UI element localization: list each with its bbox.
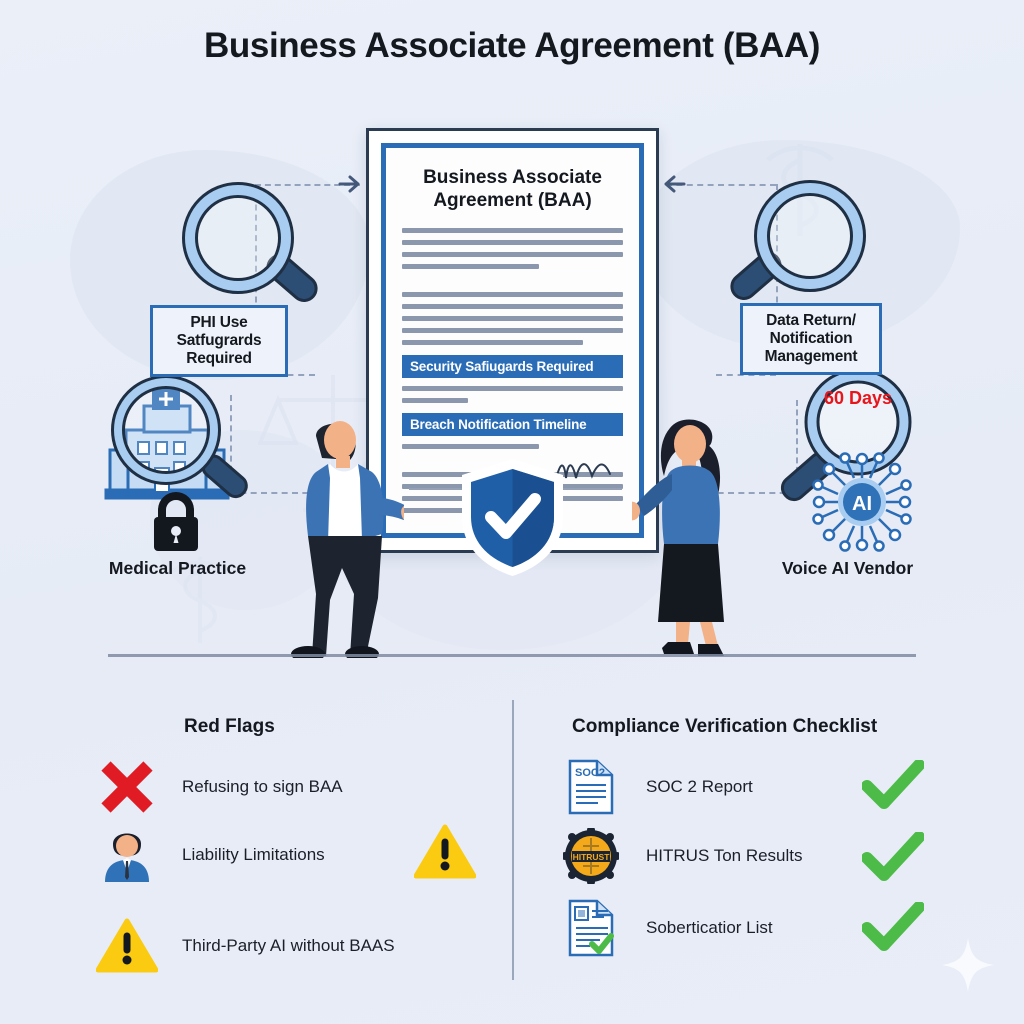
- text-line: [402, 508, 469, 514]
- shield-check-icon: [455, 455, 570, 580]
- red-flag-label: Liability Limitations: [182, 845, 325, 865]
- arrow-right-icon: [338, 175, 360, 193]
- breach-notification-banner: Breach Notification Timeline: [402, 413, 623, 437]
- red-flag-label: Refusing to sign BAA: [182, 777, 343, 797]
- connector-right-vertical-2: [796, 400, 798, 492]
- padlock-icon: [154, 492, 198, 551]
- page-title: Business Associate Agreement (BAA): [204, 26, 820, 65]
- checklist-item[interactable]: HITRUST HITRUS Ton Results: [560, 828, 960, 884]
- magnifier-icon: [182, 182, 318, 302]
- text-line: [402, 398, 469, 404]
- section-heading-red-flags: Red Flags: [184, 716, 275, 737]
- document-body-lines: [402, 228, 623, 346]
- businesswoman-figure: [632, 419, 724, 656]
- hospital-building-magnifier-icon: [104, 375, 248, 500]
- ground-divider: [108, 654, 916, 657]
- text-line: [402, 386, 623, 392]
- businessman-avatar-icon: [96, 828, 158, 882]
- callout-phi-use[interactable]: PHI Use Satfugrards Required: [150, 305, 288, 377]
- text-line: [402, 292, 623, 298]
- red-flag-item[interactable]: Refusing to sign BAA: [96, 758, 496, 816]
- ai-network-node-icon: AI: [812, 452, 912, 552]
- businessman-figure: [291, 421, 404, 658]
- soc2-badge-text: SOC2: [575, 767, 605, 779]
- signature-icon: [555, 463, 611, 481]
- column-divider: [512, 700, 514, 980]
- magnifier-icon: [730, 180, 866, 300]
- text-line: [402, 252, 623, 258]
- timeline-badge: 60 Days: [823, 388, 893, 408]
- text-line: [402, 304, 623, 310]
- connector-right-mid: [716, 374, 776, 376]
- connector-left-vertical-2: [230, 395, 232, 492]
- label-voice-ai-vendor: Voice AI Vendor: [781, 558, 914, 578]
- warning-triangle-icon: [96, 918, 158, 974]
- text-line: [402, 264, 540, 270]
- callout-data-return[interactable]: Data Return/ Notification Management: [740, 303, 882, 375]
- sparkle-icon: [942, 938, 994, 992]
- red-flag-label: Third-Party AI without BAAS: [182, 936, 395, 956]
- certification-document-icon: [560, 898, 622, 958]
- connector-left-bottom: [230, 492, 360, 494]
- label-medical-practice: Medical Practice: [108, 558, 247, 578]
- red-x-icon: [96, 758, 158, 816]
- checklist-item[interactable]: SOC2 SOC 2 Report: [560, 758, 960, 816]
- hitrust-badge-text: HITRUST: [573, 852, 611, 862]
- text-line: [402, 228, 623, 234]
- security-safeguards-banner: Security Safiugards Required: [402, 355, 623, 379]
- soc2-document-icon: SOC2: [560, 758, 622, 816]
- title-underline: [92, 94, 932, 98]
- document-title-line-1: Business Associate: [423, 167, 602, 188]
- document-title-line-2: Agreement (BAA): [433, 190, 592, 212]
- document-title: Business Associate Agreement (BAA): [402, 166, 623, 212]
- checklist-label: SOC 2 Report: [646, 777, 753, 797]
- checklist-item[interactable]: Soberticatior List: [560, 898, 960, 958]
- hitrust-badge-icon: HITRUST: [560, 828, 622, 884]
- red-flag-item[interactable]: Third-Party AI without BAAS: [96, 918, 496, 974]
- red-flag-item[interactable]: Liability Limitations: [96, 828, 496, 882]
- text-line: [402, 316, 623, 322]
- green-check-icon: [862, 832, 924, 881]
- text-line: [402, 340, 584, 346]
- warning-triangle-icon: [414, 824, 476, 879]
- checklist-label: Soberticatior List: [646, 918, 773, 938]
- text-line: [402, 444, 540, 450]
- text-line: [402, 328, 623, 334]
- connector-right-bottom: [666, 492, 796, 494]
- svg-text:AI: AI: [852, 493, 872, 515]
- arrow-left-icon: [664, 175, 686, 193]
- connector-right-top: [666, 184, 776, 186]
- connector-left-top: [255, 184, 360, 186]
- text-line: [402, 240, 623, 246]
- magnifier-icon: [780, 368, 912, 502]
- green-check-icon: [862, 760, 924, 809]
- green-check-icon: [862, 902, 924, 951]
- section-heading-checklist: Compliance Verification Checklist: [572, 716, 878, 737]
- checklist-label: HITRUS Ton Results: [646, 846, 803, 866]
